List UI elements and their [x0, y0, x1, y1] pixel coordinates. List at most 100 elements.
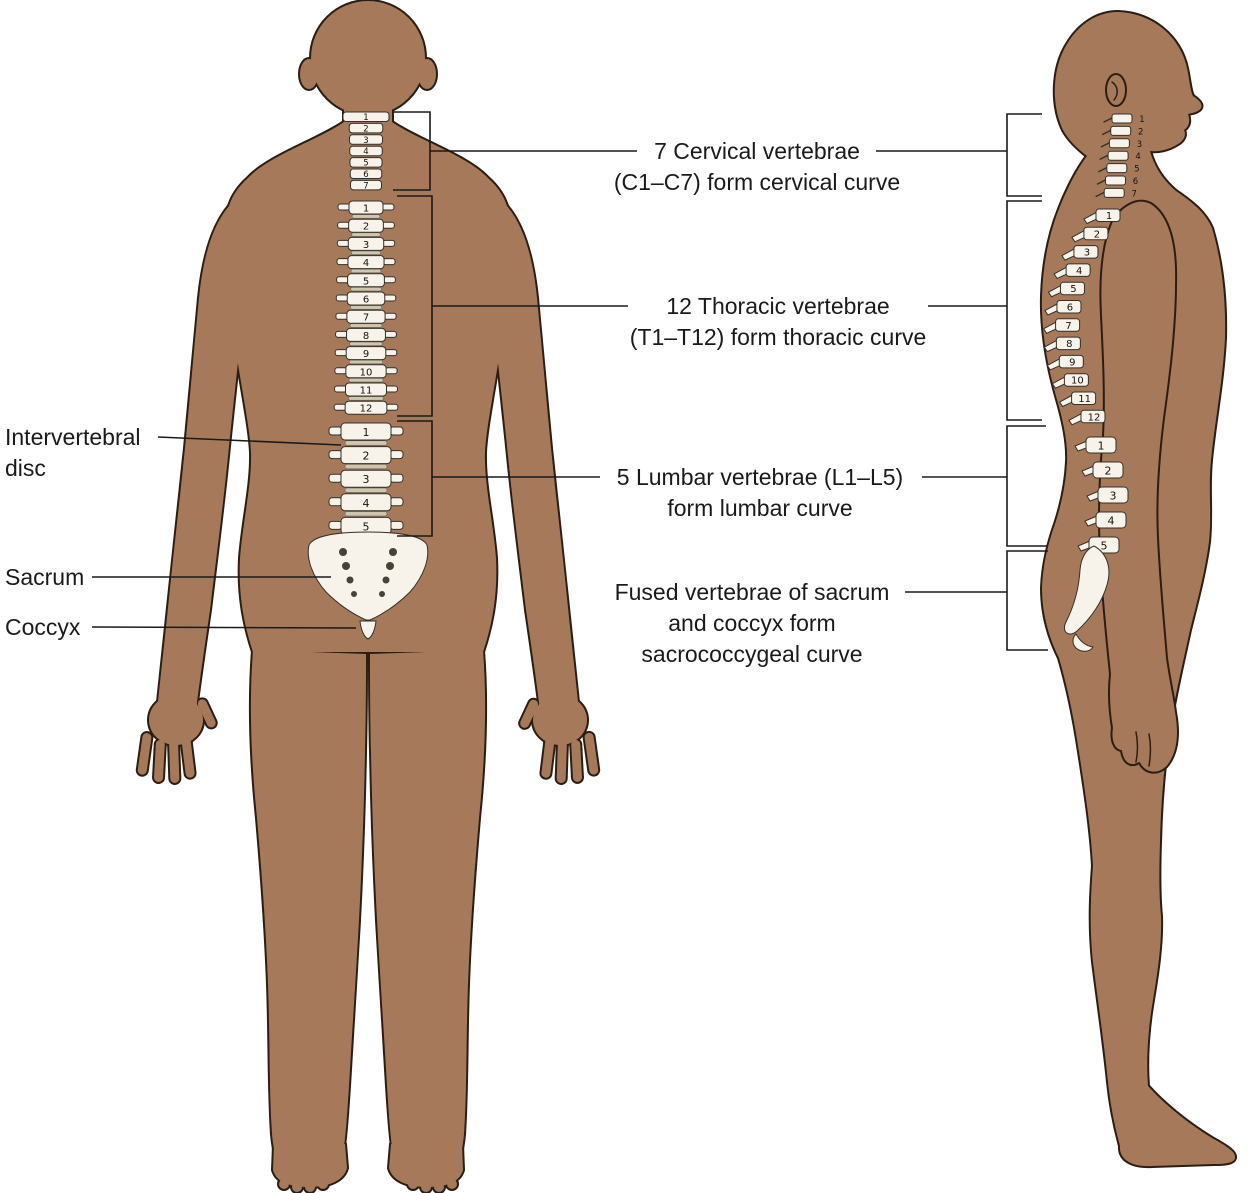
- label-cervical-line2: (C1–C7) form cervical curve: [613, 169, 901, 195]
- transverse-process: [389, 473, 404, 483]
- thoracic-vertebra: [1056, 300, 1082, 314]
- thoracic-vertebra-number: 9: [363, 349, 369, 360]
- lumbar-vertebra-number: 4: [1108, 515, 1115, 528]
- thoracic-vertebra-number: 8: [1066, 339, 1072, 350]
- transverse-process: [328, 497, 343, 507]
- spinous-process: [1096, 179, 1107, 185]
- transverse-process: [385, 403, 399, 411]
- thoracic-vertebra-number: 12: [1088, 412, 1101, 423]
- thoracic-vertebra: [1083, 226, 1109, 241]
- cervical-vertebra: [1107, 150, 1129, 161]
- cervical-vertebra: [342, 111, 390, 122]
- transverse-process: [383, 312, 397, 320]
- transverse-process: [384, 349, 398, 357]
- lumbar-vertebra: [1085, 436, 1117, 454]
- thoracic-vertebra-number: 5: [363, 276, 369, 287]
- lateral-body-silhouette: [1039, 10, 1238, 1169]
- cervical-vertebra-number: 1: [1139, 115, 1144, 125]
- intervertebral-disc: [351, 250, 381, 255]
- leader-intervertebral-disc: [157, 436, 342, 446]
- thoracic-vertebra-number: 7: [1065, 321, 1071, 332]
- thoracic-vertebra: [1071, 391, 1097, 405]
- lateral-arm: [1098, 199, 1179, 774]
- posterior-sacrum-coccyx: [307, 531, 429, 640]
- thoracic-vertebra-number: 2: [363, 222, 369, 233]
- intervertebral-disc: [349, 323, 383, 328]
- coccyx-bone: [359, 620, 377, 640]
- intervertebral-disc: [351, 232, 381, 237]
- thoracic-vertebra: [347, 273, 385, 288]
- label-sacrococcygeal-line1: Fused vertebrae of sacrum: [614, 579, 890, 605]
- thoracic-vertebra: [1058, 354, 1084, 369]
- transverse-process: [337, 221, 351, 229]
- cervical-vertebra-number: 4: [1135, 152, 1140, 162]
- label-thoracic: 12 Thoracic vertebrae (T1–T12) form thor…: [623, 291, 933, 353]
- lumbar-vertebra: [340, 446, 392, 465]
- lumbar-vertebra-number: 4: [363, 497, 370, 510]
- thoracic-vertebra: [348, 218, 384, 233]
- transverse-process: [335, 330, 349, 338]
- spinous-process: [1098, 166, 1108, 173]
- cervical-vertebra: [349, 145, 383, 157]
- spinous-process: [1100, 142, 1111, 148]
- transverse-process: [382, 258, 396, 266]
- thoracic-vertebra-number: 8: [363, 331, 369, 342]
- transverse-process: [334, 349, 348, 357]
- cervical-vertebra: [349, 168, 383, 179]
- lumbar-vertebra-number: 2: [363, 450, 370, 463]
- thoracic-vertebra-number: 1: [1106, 211, 1112, 222]
- thoracic-vertebra: [345, 346, 387, 361]
- thoracic-vertebra-number: 12: [360, 404, 373, 415]
- transverse-process: [384, 367, 398, 375]
- lumbar-vertebra: [1092, 461, 1124, 479]
- spinous-process: [1095, 191, 1105, 198]
- transverse-process: [381, 203, 395, 211]
- transverse-process: [381, 221, 395, 229]
- cervical-vertebra-number: 7: [363, 181, 368, 191]
- thoracic-vertebra: [346, 327, 386, 342]
- thoracic-vertebra: [344, 400, 388, 415]
- cervical-vertebra-number: 4: [363, 147, 368, 157]
- thoracic-vertebra-number: 4: [1076, 266, 1082, 277]
- intervertebral-disc: [348, 359, 384, 365]
- thoracic-vertebra: [1065, 263, 1091, 277]
- thoracic-vertebra: [345, 364, 387, 379]
- intervertebral-disc: [348, 378, 384, 383]
- label-intervertebral-disc-line1: Intervertebral: [5, 424, 141, 450]
- thoracic-vertebra-number: 10: [360, 367, 373, 378]
- intervertebral-disc: [348, 396, 384, 401]
- label-sacrococcygeal: Fused vertebrae of sacrum and coccyx for…: [602, 577, 902, 670]
- thoracic-vertebra: [346, 291, 386, 306]
- cervical-vertebra-number: 5: [363, 159, 368, 169]
- thoracic-vertebra-number: 2: [1094, 229, 1100, 240]
- intervertebral-disc: [350, 268, 382, 274]
- thoracic-vertebra: [1073, 245, 1099, 259]
- cervical-vertebra-number: 1: [363, 113, 368, 123]
- lumbar-vertebra-number: 2: [1105, 465, 1112, 478]
- lumbar-vertebra: [340, 422, 392, 441]
- thoracic-vertebra-number: 6: [363, 295, 369, 306]
- transverse-process: [328, 450, 343, 460]
- label-intervertebral-disc-line2: disc: [5, 455, 46, 481]
- cervical-vertebra: [349, 157, 383, 168]
- transverse-process: [336, 276, 350, 284]
- intervertebral-disc: [350, 305, 382, 310]
- transverse-process: [336, 239, 350, 247]
- lumbar-vertebra: [1097, 486, 1129, 504]
- bracket-cervical-right: [1006, 113, 1042, 197]
- label-thoracic-line1: 12 Thoracic vertebrae: [666, 293, 890, 319]
- transverse-process: [389, 426, 404, 436]
- thoracic-vertebra: [347, 255, 385, 270]
- label-lumbar: 5 Lumbar vertebrae (L1–L5) form lumbar c…: [600, 462, 920, 524]
- label-cervical: 7 Cervical vertebrae (C1–C7) form cervic…: [612, 136, 902, 198]
- thoracic-vertebra: [1080, 409, 1106, 424]
- thoracic-vertebra-number: 11: [1078, 394, 1091, 405]
- thoracic-vertebra: [346, 309, 386, 324]
- cervical-vertebra-number: 5: [1134, 165, 1139, 175]
- cervical-vertebra-number: 6: [1133, 177, 1138, 187]
- lateral-coccyx-bone: [1072, 633, 1094, 652]
- transverse-process: [383, 294, 397, 302]
- cervical-vertebra-number: 7: [1131, 189, 1136, 199]
- thoracic-vertebra: [1055, 336, 1081, 351]
- transverse-process: [328, 426, 343, 436]
